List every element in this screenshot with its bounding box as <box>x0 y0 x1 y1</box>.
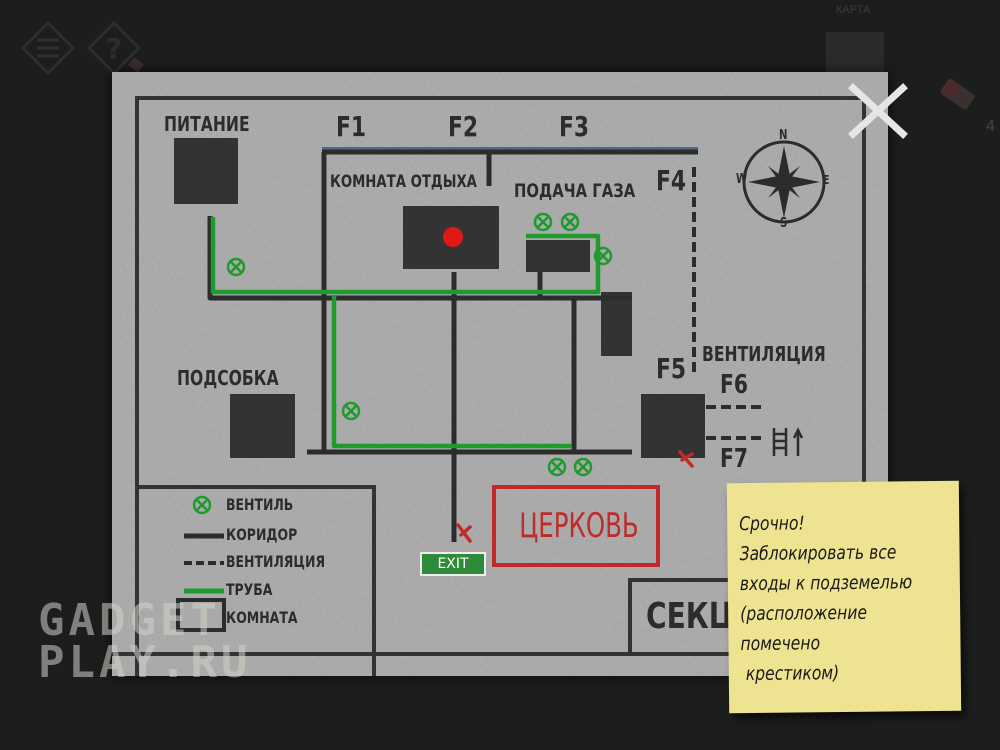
legend-vent: ВЕНТИЛЯЦИЯ <box>226 552 326 571</box>
compass-e: E <box>823 173 830 187</box>
marker-f3: F3 <box>559 110 590 143</box>
sticky-note: Срочно! Заблокировать все входы к подзем… <box>726 480 962 714</box>
svg-text:?: ? <box>106 32 122 65</box>
outer-border <box>135 96 866 676</box>
marker-f4: F4 <box>656 164 687 197</box>
compass-n: N <box>779 128 788 143</box>
church-label: ЦЕРКОВЬ <box>519 506 639 546</box>
legend-pipe: ТРУБА <box>226 580 273 599</box>
hamburger-diamond-icon <box>20 20 76 76</box>
vents <box>692 167 766 440</box>
eraser-icon[interactable] <box>935 75 979 115</box>
label-storage: ПОДСОБКА <box>177 366 279 390</box>
ladder-icon <box>772 427 804 456</box>
marker-f1: F1 <box>336 110 367 143</box>
legend-valve: ВЕНТИЛЬ <box>226 495 294 514</box>
label-power: ПИТАНИЕ <box>164 112 250 136</box>
compass-s: S <box>780 216 788 231</box>
help-button[interactable]: ? <box>86 20 150 76</box>
label-lounge: КОМНАТА ОТДЫХА <box>330 172 477 192</box>
marker-f7: F7 <box>720 444 748 474</box>
menu-button[interactable] <box>20 20 76 76</box>
close-button[interactable] <box>845 80 911 142</box>
label-gas-supply: ПОДАЧА ГАЗА <box>514 180 636 202</box>
watermark: GADGET PLAY.RU <box>38 595 252 688</box>
legend-room: КОМНАТА <box>226 608 298 627</box>
player-location-marker <box>443 227 463 247</box>
item-count: 4 <box>986 118 995 135</box>
pipes <box>210 217 601 449</box>
rooms <box>174 138 705 458</box>
map-tab-button[interactable] <box>826 32 884 74</box>
compass-w: W <box>736 172 748 187</box>
blocked-entrance-marks <box>456 450 694 543</box>
map-tab-label: КАРТА <box>836 4 871 16</box>
sticky-note-text: Срочно! Заблокировать все входы к подзем… <box>739 512 913 686</box>
legend-frame <box>137 485 376 676</box>
label-ventilation: ВЕНТИЛЯЦИЯ <box>702 342 826 366</box>
marker-f2: F2 <box>448 110 479 143</box>
label-section: СЕКЦ <box>646 596 735 637</box>
exit-sign: EXIT <box>420 552 486 576</box>
compass-icon <box>742 140 826 224</box>
church-zone[interactable]: ЦЕРКОВЬ <box>492 485 660 567</box>
legend-corridor: КОРИДОР <box>226 525 298 544</box>
marker-f6: F6 <box>720 370 748 400</box>
marker-f5: F5 <box>656 352 687 385</box>
close-icon <box>848 83 908 139</box>
section-frame <box>628 578 752 654</box>
legend-symbols <box>176 495 226 632</box>
